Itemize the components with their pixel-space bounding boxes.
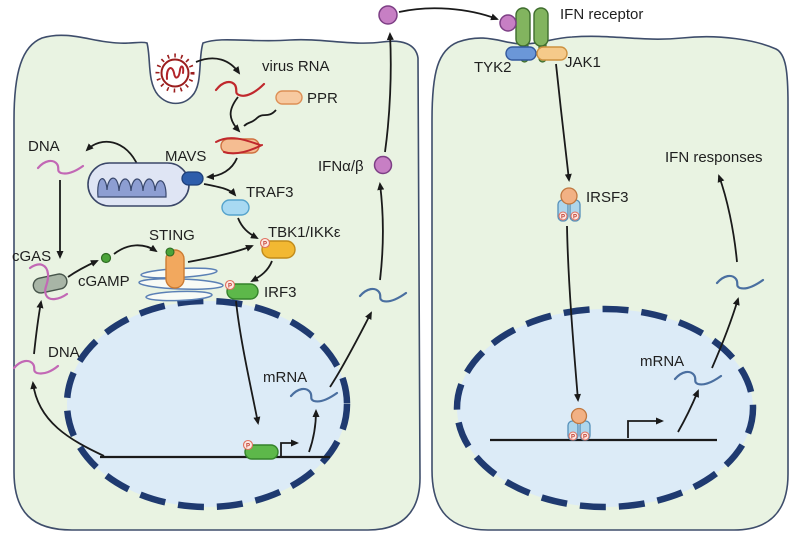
arrow-tbk1-to-irf3 [250,260,273,282]
ifn-receptor-complex [499,7,568,63]
right-nucleus [453,305,757,511]
virus-particle [155,53,195,93]
irf3-label: IRF3 [264,284,297,301]
dna-bottom-label: DNA [48,344,80,361]
arrow-jak1-to-irsf3 [555,63,572,182]
right-cytoplasm-mrna [715,274,765,290]
right-promoter-arrow [627,417,664,438]
arrow-mrna-out-of-nucleus [329,311,372,388]
virus-rna-squiggle [214,80,266,97]
arrow-promoter-to-mrna [308,409,320,453]
arrow-dna-to-cgas-lower [33,300,44,355]
tyk2-protein [505,46,537,61]
cgamp-molecule [100,252,112,264]
labels: virus RNA PPR DNA MAVS TRAF3 IFNα/β STIN… [12,6,763,386]
ifn-receptor-subunit-2 [533,7,549,47]
left-cell-arrows [30,7,499,457]
dna-top-squiggle [36,159,85,175]
right-cell-arrows [555,63,740,438]
arrow-ifn-to-receptor [398,7,499,21]
irsf3-label: IRSF3 [586,189,629,206]
irsf3-complex: P P [557,187,581,222]
arrow-mrna-out-of-nucleus-right [711,297,740,369]
arrow-cgas-to-cgamp [67,260,99,278]
ppr-label: PPR [307,90,338,107]
mrna-right-label: mRNA [640,353,684,370]
arrow-irsf3-to-nucleus [566,225,581,402]
mitochondrion [87,162,190,207]
arrow-mito-to-dna [85,141,139,167]
ifn-molecule-extracellular [378,5,398,25]
mrna-left-label: mRNA [263,369,307,386]
ifn-responses-label: IFN responses [665,149,763,166]
irf3-on-dna-phospho-label: P [246,444,250,450]
jak1-label: JAK1 [565,54,601,71]
left-nucleus [63,297,351,511]
arrow-mrna-to-ifn-responses [717,174,738,263]
irsf3-on-dna-phospho-label-2: P [583,435,587,441]
dna-bottom-squiggle [12,359,60,375]
irf3-on-dna: P [242,439,279,460]
cgamp-label: cGAMP [78,273,130,290]
virus-rna-genome [165,65,185,80]
ifn-alpha-beta-label: IFNα/β [318,158,364,175]
sting-label: STING [149,227,195,244]
tbk1-protein: P [259,237,296,259]
tbk1-ikke-label: TBK1/IKKε [268,224,341,241]
ppr-link-squiggle [243,109,277,127]
tyk2-label: TYK2 [474,59,512,76]
ifn-receptor-subunit-1 [515,7,531,47]
sting-bound-cgamp [165,247,175,257]
ifn-molecule-bound [499,14,517,32]
irf3-phospho-label: P [228,284,232,290]
arrow-ifn-secretion [384,32,394,153]
cgas-label: cGAS [12,248,51,265]
traf3-label: TRAF3 [246,184,294,201]
arrow-sting-to-tbk1 [187,245,254,263]
dna-top-label: DNA [28,138,60,155]
arrow-virus-to-rna [195,57,241,75]
irsf3-phospho-label-1: P [561,215,565,221]
traf3-protein [221,199,250,216]
mitochondrion-cristae [97,177,167,198]
mavs-label: MAVS [165,148,206,165]
irsf3-on-dna: P P [567,407,591,441]
virus-rna-label: virus RNA [262,58,330,75]
arrow-traf3-to-tbk1 [237,217,259,239]
jak1-protein [536,46,568,61]
left-cytoplasm-mrna [358,287,408,303]
tbk1-phospho-label: P [263,242,267,248]
ifn-receptor-label: IFN receptor [560,6,643,23]
arrow-complex-to-mavs [206,157,238,181]
cgas-bound-dna [28,263,69,301]
irsf3-on-dna-phospho-label-1: P [571,435,575,441]
left-promoter-arrow [280,439,299,457]
irf3-protein: P [224,279,259,300]
arrow-nucleus-dna-to-cytoplasm-dna [30,381,105,457]
arrow-mrna-to-ifn [377,182,385,281]
right-nucleus-mrna [673,370,723,386]
mavs-protein [181,171,204,186]
irsf3-phospho-label-2: P [573,215,577,221]
left-nucleus-mrna [289,387,339,403]
ifn-molecule-cytoplasm [373,155,393,175]
arrow-cgamp-to-sting [113,244,158,255]
rna-ppr-complex [215,137,263,155]
arrow-promoter-to-mrna-right [677,389,699,433]
arrow-rna-to-complex [229,96,241,133]
arrow-mavs-to-traf3 [203,183,237,197]
arrow-irf3-to-nucleus [235,300,261,425]
ppr-protein [275,90,303,105]
sting-protein [165,247,185,289]
